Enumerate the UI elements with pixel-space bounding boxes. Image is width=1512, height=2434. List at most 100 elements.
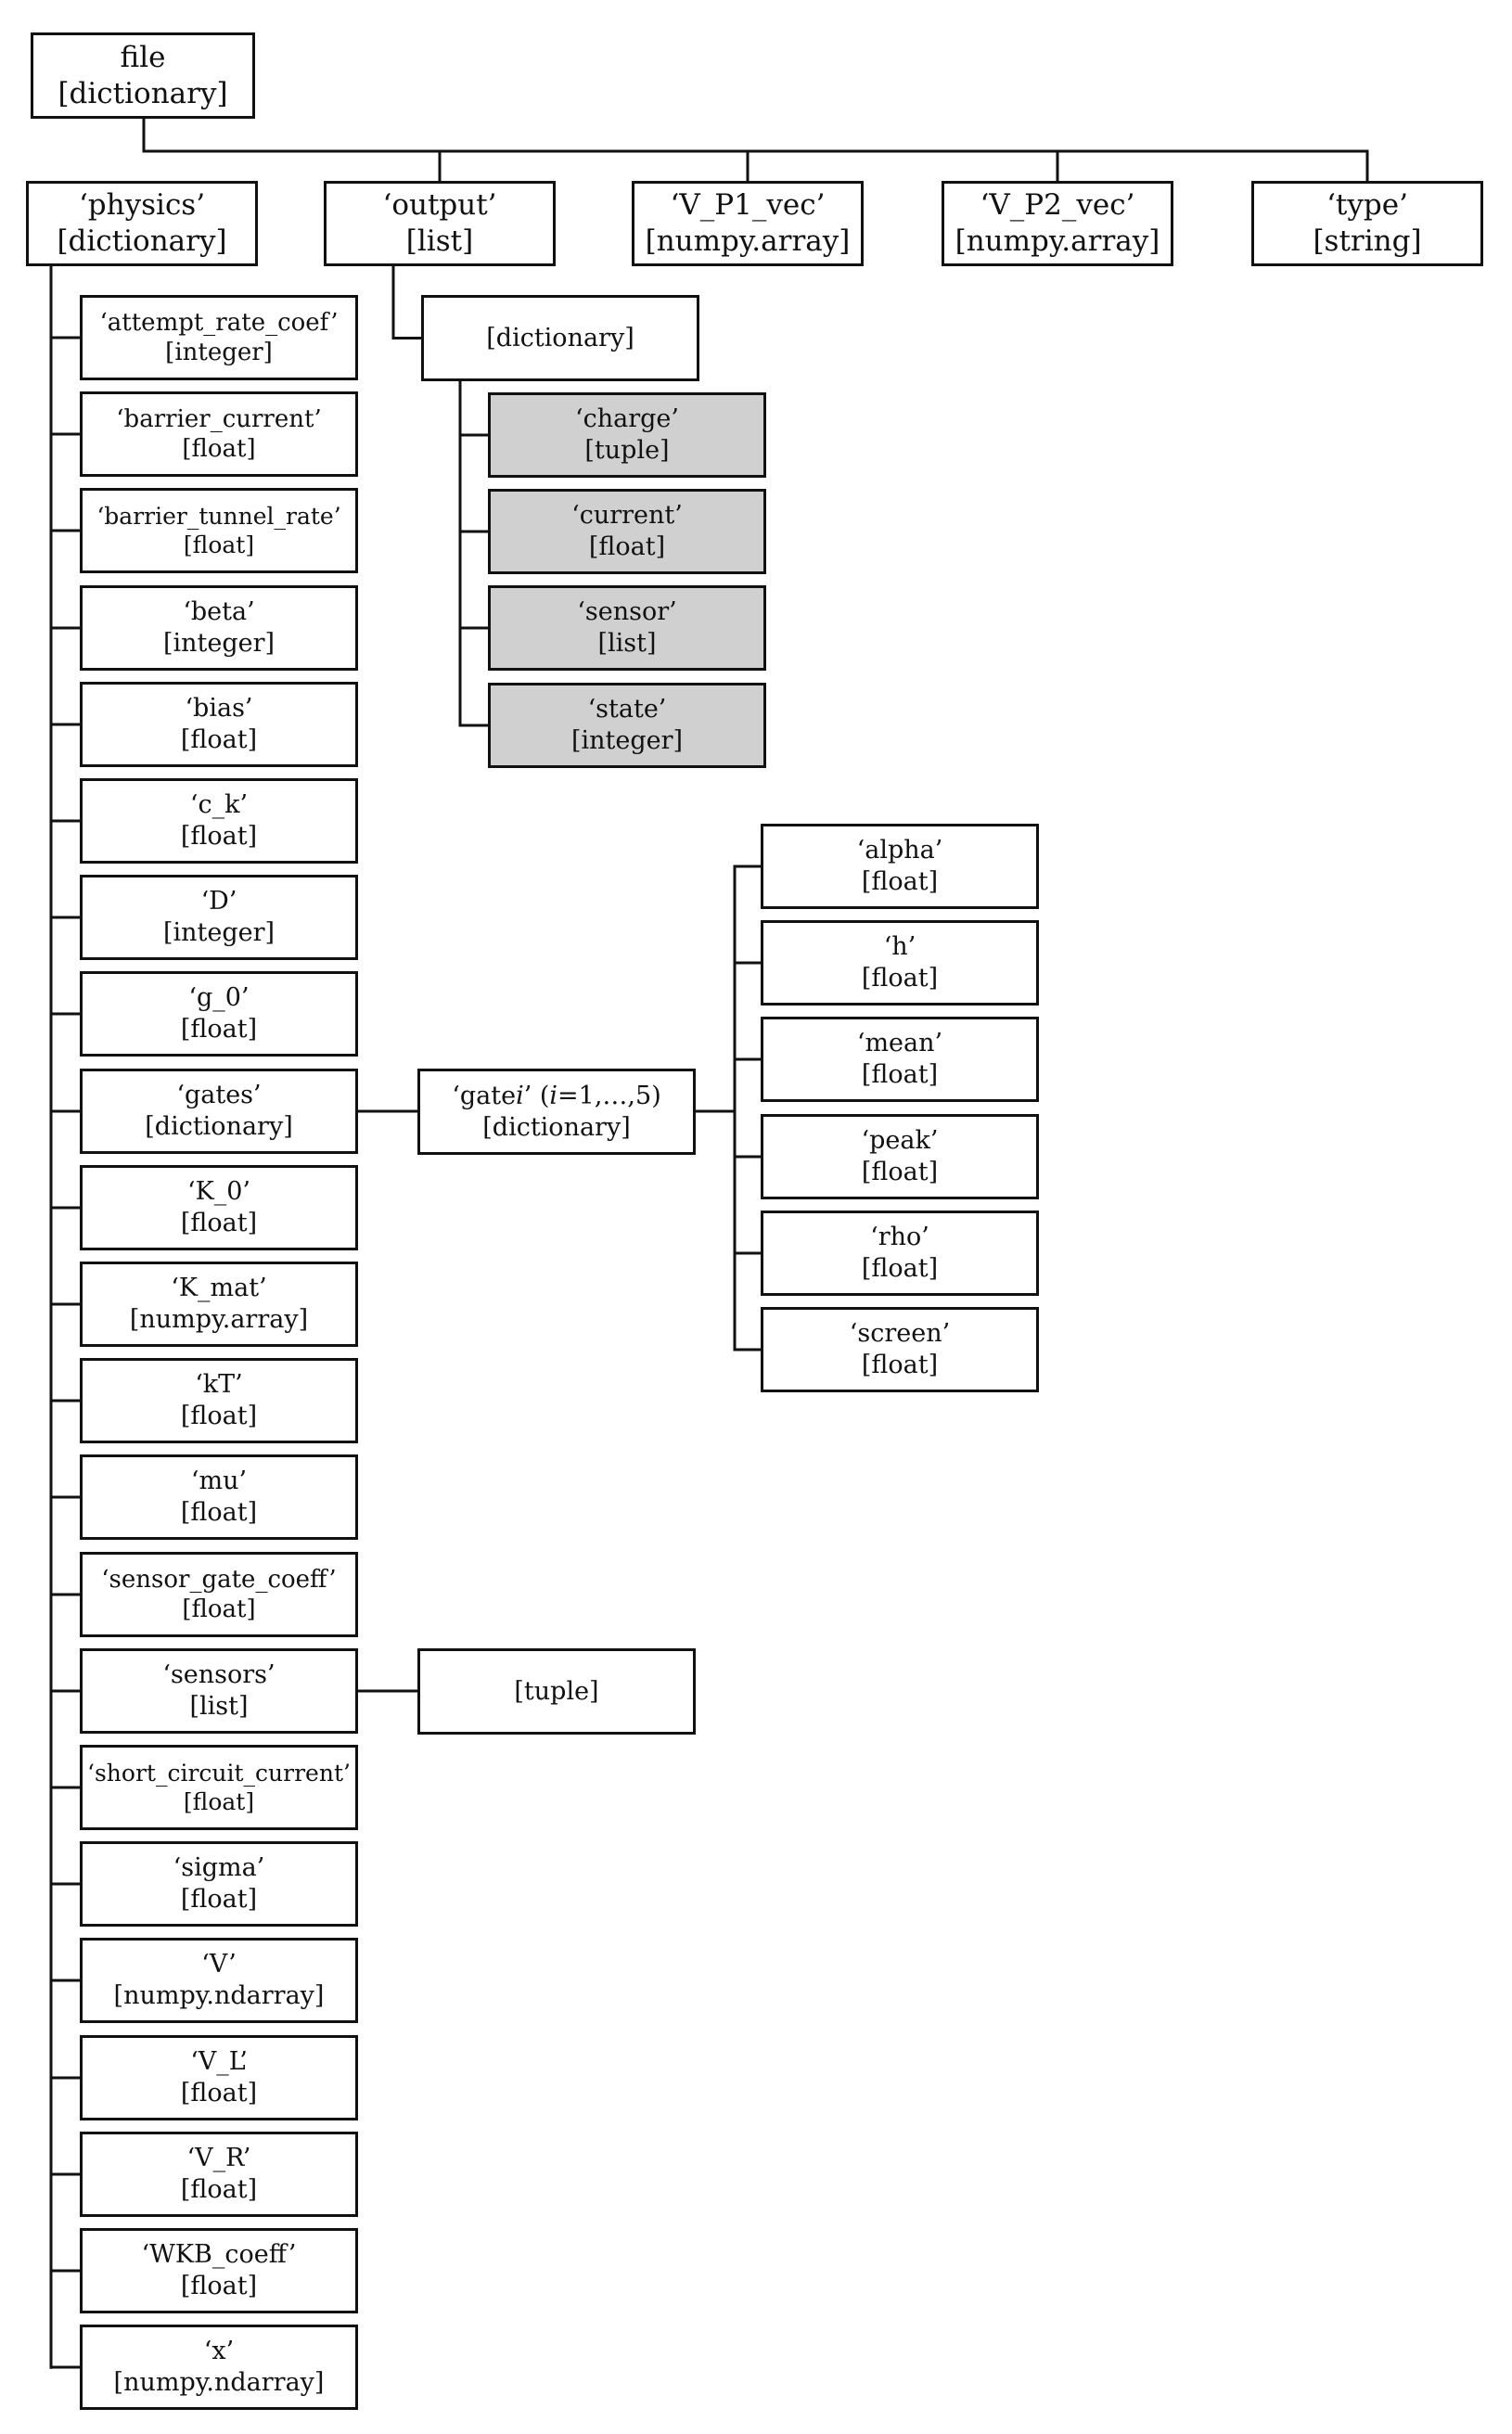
node-k-mat: ‘K_mat’[numpy.array] <box>80 1262 358 1347</box>
node-barrier-tunnel-rate-label: ‘barrier_tunnel_rate’ <box>96 502 341 530</box>
node-kt-label: ‘kT’ <box>195 1370 243 1400</box>
node-file: file[dictionary] <box>31 32 255 119</box>
node-v-l-label: ‘V_L’ <box>190 2047 248 2077</box>
node-h-type: [float] <box>861 964 939 993</box>
node-bias-label: ‘bias’ <box>185 694 253 724</box>
node-beta-label: ‘beta’ <box>183 597 255 627</box>
node-sensor-label: ‘sensor’ <box>577 597 677 627</box>
node-rho-label: ‘rho’ <box>870 1223 929 1252</box>
node-d-label: ‘D’ <box>200 887 237 916</box>
node-mean-type: [float] <box>861 1060 939 1089</box>
node-sensor-gate-coeff-label: ‘sensor_gate_coeff’ <box>101 1565 337 1594</box>
node-gates-type: [dictionary] <box>145 1112 293 1141</box>
node-v-p2-vec-type: [numpy.array] <box>955 224 1160 258</box>
node-alpha-label: ‘alpha’ <box>856 836 943 865</box>
node-sensors-tuple: [tuple] <box>417 1648 696 1735</box>
node-attempt-rate-coef: ‘attempt_rate_coef’[integer] <box>80 295 358 380</box>
node-d-type: [integer] <box>162 918 275 947</box>
node-bias-type: [float] <box>180 725 258 754</box>
node-v-l-type: [float] <box>180 2079 258 2107</box>
node-charge-type: [tuple] <box>584 436 670 465</box>
node-sensors-type: [list] <box>189 1692 249 1721</box>
node-barrier-current-label: ‘barrier_current’ <box>116 404 322 433</box>
node-x: ‘x’[numpy.ndarray] <box>80 2325 358 2410</box>
node-beta: ‘beta’[integer] <box>80 585 358 671</box>
node-mean: ‘mean’[float] <box>761 1017 1039 1102</box>
node-file-type: [dictionary] <box>58 76 228 110</box>
node-short-circuit-current: ‘short_circuit_current’[float] <box>80 1745 358 1830</box>
node-g-0-type: [float] <box>180 1015 258 1044</box>
node-gates-label: ‘gates’ <box>176 1081 262 1110</box>
node-physics: ‘physics’[dictionary] <box>26 181 258 266</box>
node-output-dictionary: [dictionary] <box>421 295 699 381</box>
node-v: ‘V’[numpy.ndarray] <box>80 1938 358 2023</box>
node-v-label: ‘V’ <box>201 1950 237 1979</box>
node-output-dictionary-type: [dictionary] <box>486 323 634 352</box>
node-gatei-label: ‘gatei’ (i=1,…,5) <box>452 1081 661 1110</box>
node-k-0-label: ‘K_0’ <box>186 1177 250 1207</box>
node-c-k-label: ‘c_k’ <box>189 790 249 820</box>
node-charge: ‘charge’[tuple] <box>488 392 766 478</box>
node-rho-type: [float] <box>861 1254 939 1283</box>
node-peak-type: [float] <box>861 1158 939 1186</box>
node-k-0: ‘K_0’[float] <box>80 1165 358 1250</box>
node-k-mat-label: ‘K_mat’ <box>171 1274 267 1303</box>
node-peak: ‘peak’[float] <box>761 1114 1039 1199</box>
node-gates: ‘gates’[dictionary] <box>80 1069 358 1154</box>
node-kt: ‘kT’[float] <box>80 1358 358 1443</box>
node-sensor: ‘sensor’[list] <box>488 585 766 671</box>
node-state-label: ‘state’ <box>587 695 667 724</box>
node-barrier-tunnel-rate-type: [float] <box>183 532 255 558</box>
node-sigma-label: ‘sigma’ <box>173 1853 265 1883</box>
node-wkb-coeff-label: ‘WKB_coeff’ <box>141 2240 297 2270</box>
node-output-label: ‘output’ <box>382 188 497 223</box>
node-current-label: ‘current’ <box>571 501 683 531</box>
node-screen: ‘screen’[float] <box>761 1307 1039 1392</box>
node-v-p1-vec-type: [numpy.array] <box>645 224 851 258</box>
node-screen-label: ‘screen’ <box>849 1319 951 1349</box>
node-sensor-gate-coeff-type: [float] <box>182 1595 256 1623</box>
node-mu-type: [float] <box>180 1498 258 1527</box>
node-v-p2-vec: ‘V_P2_vec’[numpy.array] <box>942 181 1173 266</box>
node-alpha-type: [float] <box>861 867 939 896</box>
node-type-type: [string] <box>1313 224 1422 258</box>
node-physics-label: ‘physics’ <box>78 188 206 223</box>
node-charge-label: ‘charge’ <box>575 404 679 434</box>
node-physics-type: [dictionary] <box>57 224 227 258</box>
node-sensors: ‘sensors’[list] <box>80 1648 358 1734</box>
node-d: ‘D’[integer] <box>80 875 358 960</box>
node-sensor-type: [list] <box>597 629 657 658</box>
node-x-type: [numpy.ndarray] <box>113 2368 325 2397</box>
node-gatei: ‘gatei’ (i=1,…,5)[dictionary] <box>417 1069 696 1155</box>
node-v-r-label: ‘V_R’ <box>186 2144 251 2173</box>
node-gatei-type: [dictionary] <box>482 1112 631 1142</box>
node-k-0-type: [float] <box>180 1209 258 1237</box>
node-file-label: file <box>120 40 166 74</box>
node-h-label: ‘h’ <box>883 932 916 962</box>
node-sigma: ‘sigma’[float] <box>80 1841 358 1927</box>
node-attempt-rate-coef-label: ‘attempt_rate_coef’ <box>99 308 339 337</box>
node-barrier-current-type: [float] <box>182 435 256 463</box>
node-peak-label: ‘peak’ <box>861 1126 939 1156</box>
node-c-k: ‘c_k’[float] <box>80 778 358 864</box>
node-h: ‘h’[float] <box>761 920 1039 1006</box>
node-c-k-type: [float] <box>180 822 258 851</box>
node-attempt-rate-coef-type: [integer] <box>165 339 273 366</box>
node-output-type: [list] <box>405 224 474 258</box>
node-beta-type: [integer] <box>162 629 275 658</box>
node-barrier-current: ‘barrier_current’[float] <box>80 391 358 477</box>
node-short-circuit-current-label: ‘short_circuit_current’ <box>87 1759 351 1787</box>
node-mu: ‘mu’[float] <box>80 1454 358 1540</box>
node-v-r-type: [float] <box>180 2175 258 2204</box>
node-type-label: ‘type’ <box>1326 188 1408 223</box>
node-short-circuit-current-type: [float] <box>183 1788 255 1815</box>
node-wkb-coeff: ‘WKB_coeff’[float] <box>80 2228 358 2313</box>
node-bias: ‘bias’[float] <box>80 682 358 767</box>
node-output: ‘output’[list] <box>324 181 556 266</box>
node-k-mat-type: [numpy.array] <box>129 1305 309 1334</box>
node-v-type: [numpy.ndarray] <box>113 1981 325 2010</box>
node-g-0-label: ‘g_0’ <box>188 983 250 1013</box>
node-sensors-tuple-type: [tuple] <box>514 1676 599 1706</box>
node-screen-type: [float] <box>861 1351 939 1379</box>
